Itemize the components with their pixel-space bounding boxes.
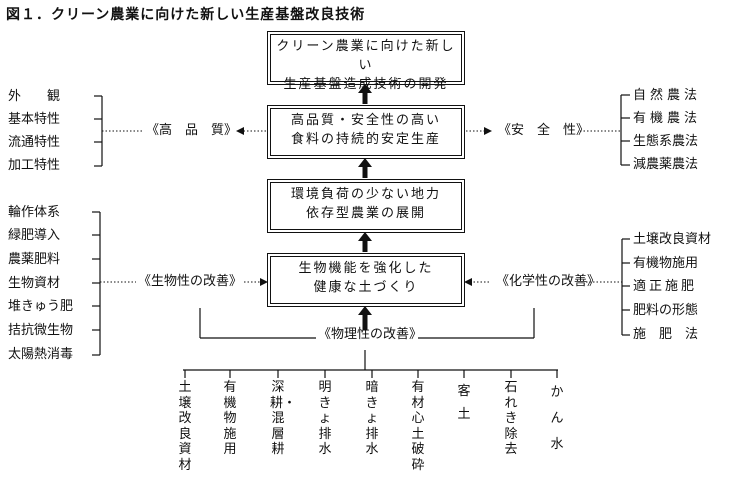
quality-label: 《高 品 質》 bbox=[146, 123, 238, 138]
arrow-to-healthy-soil-shaft bbox=[362, 314, 368, 330]
safety-label: 《安 全 性》 bbox=[498, 123, 590, 138]
biological-item: 拮抗微生物 bbox=[8, 323, 74, 338]
stable-production-line-2: 食料の持続的安定生産 bbox=[290, 132, 441, 147]
goal-box: クリーン農業に向けた新しい 生産基盤造成技術の開発 bbox=[267, 31, 465, 92]
low-impact-farming-line-2: 依存型農業の展開 bbox=[305, 206, 426, 221]
healthy-soil-line-2: 健康な土づくり bbox=[313, 280, 419, 295]
chemical-item: 施 肥 法 bbox=[633, 327, 699, 342]
physical-item: かん 水 bbox=[550, 385, 577, 452]
chemical-arrow-head bbox=[464, 278, 472, 286]
arrow-to-stable-production-shaft bbox=[362, 166, 368, 178]
healthy-soil-box: 生物機能を強化した 健康な土づくり bbox=[267, 253, 465, 307]
chemical-item: 土壌改良資材 bbox=[633, 232, 712, 247]
chemical-item: 適正施肥 bbox=[633, 279, 698, 294]
arrow-to-low-impact-head bbox=[358, 232, 372, 241]
quality-item: 基本特性 bbox=[8, 112, 61, 127]
physical-item: 土壌改良資材 bbox=[178, 380, 192, 473]
biological-item: 農薬肥料 bbox=[8, 252, 61, 267]
arrow-to-goal-head bbox=[358, 84, 372, 93]
stable-production-line-1: 高品質・安全性の高い bbox=[290, 113, 441, 128]
low-impact-farming-line-1: 環境負荷の少ない地力 bbox=[290, 187, 441, 202]
biological-item: 緑肥導入 bbox=[8, 228, 61, 243]
biological-arrow-head bbox=[260, 278, 268, 286]
chemical-label: 《化学性の改善》 bbox=[496, 274, 601, 289]
healthy-soil-line-1: 生物機能を強化した bbox=[298, 261, 434, 276]
physical-label: 《物理性の改善》 bbox=[318, 327, 423, 342]
physical-item: 明きょ排水 bbox=[318, 380, 332, 457]
arrow-to-stable-production-head bbox=[358, 158, 372, 167]
stable-production-box: 高品質・安全性の高い 食料の持続的安定生産 bbox=[267, 105, 465, 159]
quality-item: 外 観 bbox=[8, 89, 61, 104]
arrow-to-healthy-soil-head bbox=[358, 306, 372, 315]
physical-item: 有材心土破砕 bbox=[411, 380, 425, 473]
goal-box-line-1: クリーン農業に向けた新しい bbox=[276, 39, 456, 73]
safety-item: 自然農法 bbox=[633, 88, 702, 103]
arrow-to-low-impact-shaft bbox=[362, 240, 368, 252]
biological-item: 生物資材 bbox=[8, 276, 61, 291]
physical-item: 客 土 bbox=[457, 384, 497, 422]
low-impact-farming-box: 環境負荷の少ない地力 依存型農業の展開 bbox=[267, 179, 465, 233]
physical-item: 石れき除去 bbox=[504, 380, 518, 457]
biological-item: 堆きゅう肥 bbox=[8, 299, 74, 314]
chemical-item: 有機物施用 bbox=[633, 256, 699, 271]
physical-item: 深耕・混層耕 bbox=[270, 380, 297, 457]
quality-item: 加工特性 bbox=[8, 158, 61, 173]
physical-item: 暗きょ排水 bbox=[365, 380, 379, 457]
safety-item: 有機農法 bbox=[633, 111, 702, 126]
safety-arrow-head bbox=[484, 127, 492, 135]
arrow-to-goal-shaft bbox=[362, 92, 368, 104]
biological-label: 《生物性の改善》 bbox=[138, 274, 243, 289]
safety-item: 生態系農法 bbox=[633, 134, 699, 149]
chemical-item: 肥料の形態 bbox=[633, 303, 699, 318]
physical-item: 有機物施用 bbox=[223, 380, 237, 457]
figure-title: 図１．クリーン農業に向けた新しい生産基盤改良技術 bbox=[6, 7, 366, 23]
goal-box-line-2: 生産基盤造成技術の開発 bbox=[283, 77, 449, 92]
biological-item: 輪作体系 bbox=[8, 205, 61, 220]
safety-item: 減農薬農法 bbox=[633, 157, 699, 172]
quality-item: 流通特性 bbox=[8, 135, 61, 150]
biological-item: 太陽熱消毒 bbox=[8, 347, 74, 362]
